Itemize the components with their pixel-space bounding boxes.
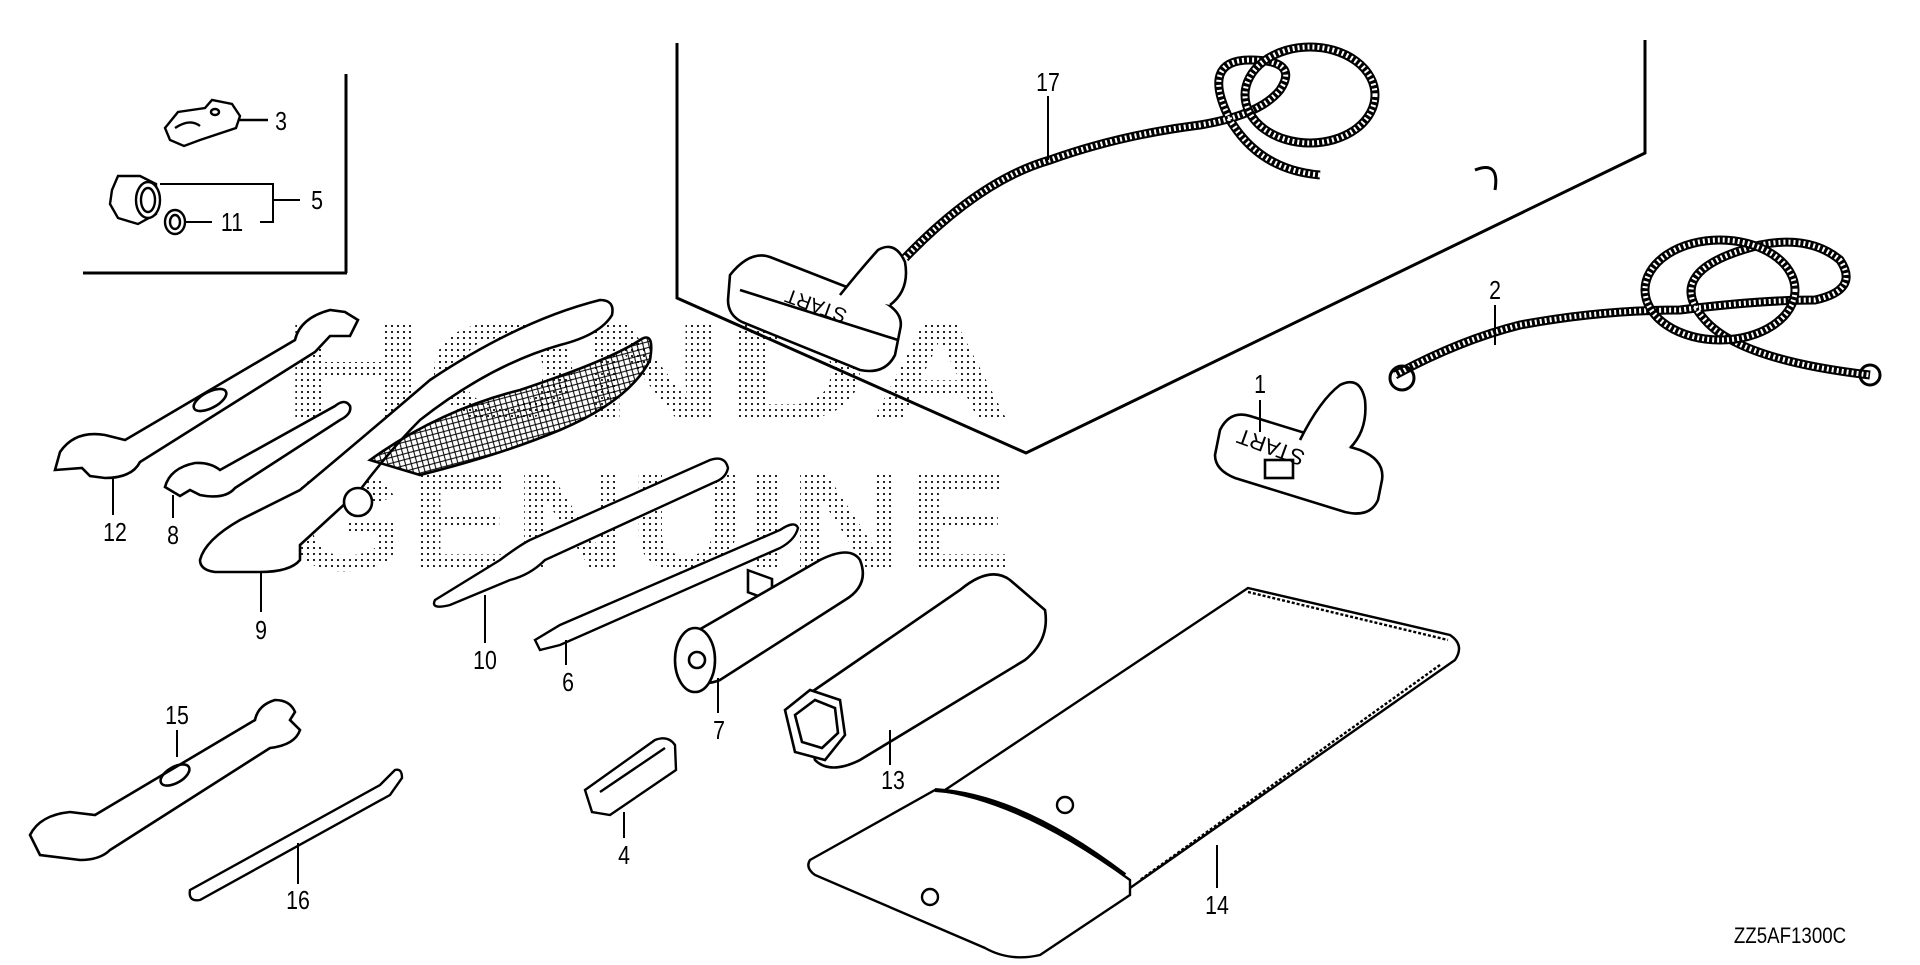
callout-6: 6 [562, 667, 574, 697]
callout-5: 5 [311, 185, 323, 215]
part-11-o-ring[interactable] [163, 208, 187, 236]
leader-lines-5-11 [160, 183, 300, 223]
inset-frame [83, 74, 348, 275]
rope-17 [901, 42, 1498, 262]
callout-15: 15 [165, 700, 189, 730]
callout-1: 1 [1254, 369, 1266, 399]
part-4-clip[interactable] [583, 737, 678, 817]
part-2-starter-rope[interactable] [1388, 235, 1882, 392]
part-9-pliers[interactable] [198, 298, 653, 574]
panel-frame [675, 40, 1647, 455]
part-12-wrench[interactable] [53, 308, 360, 480]
callout-16: 16 [286, 885, 310, 915]
drawing-code: ZZ5AF1300C [1733, 923, 1847, 948]
callout-2: 2 [1489, 275, 1501, 305]
callout-3: 3 [275, 106, 287, 136]
leader-lines [112, 96, 1496, 888]
part-5-nut[interactable] [108, 174, 162, 226]
part-7-socket-wrench[interactable] [673, 551, 865, 694]
part-13-plug-wrench[interactable] [783, 573, 1048, 769]
callout-10: 10 [473, 645, 497, 675]
part-1-starter-grip[interactable]: START [1213, 380, 1384, 515]
callout-7: 7 [713, 715, 725, 745]
callout-12: 12 [103, 517, 127, 547]
part-10-screwdriver[interactable] [432, 457, 730, 608]
callout-17: 17 [1036, 67, 1060, 97]
callout-8: 8 [167, 520, 179, 550]
part-6-screwdriver-bit[interactable] [533, 523, 800, 652]
callout-13: 13 [881, 765, 905, 795]
part-17-emergency-starter[interactable]: START [726, 245, 908, 603]
part-3-clip[interactable] [163, 98, 268, 148]
part-14-tool-bag[interactable] [807, 586, 1461, 959]
part-15-wrench[interactable] [28, 698, 302, 862]
part-16-screwdriver[interactable] [188, 768, 404, 902]
callout-4: 4 [618, 840, 630, 870]
part-8-wrench[interactable] [163, 400, 352, 498]
callout-9: 9 [255, 615, 267, 645]
callout-11: 11 [220, 207, 244, 237]
callout-14: 14 [1205, 890, 1229, 920]
